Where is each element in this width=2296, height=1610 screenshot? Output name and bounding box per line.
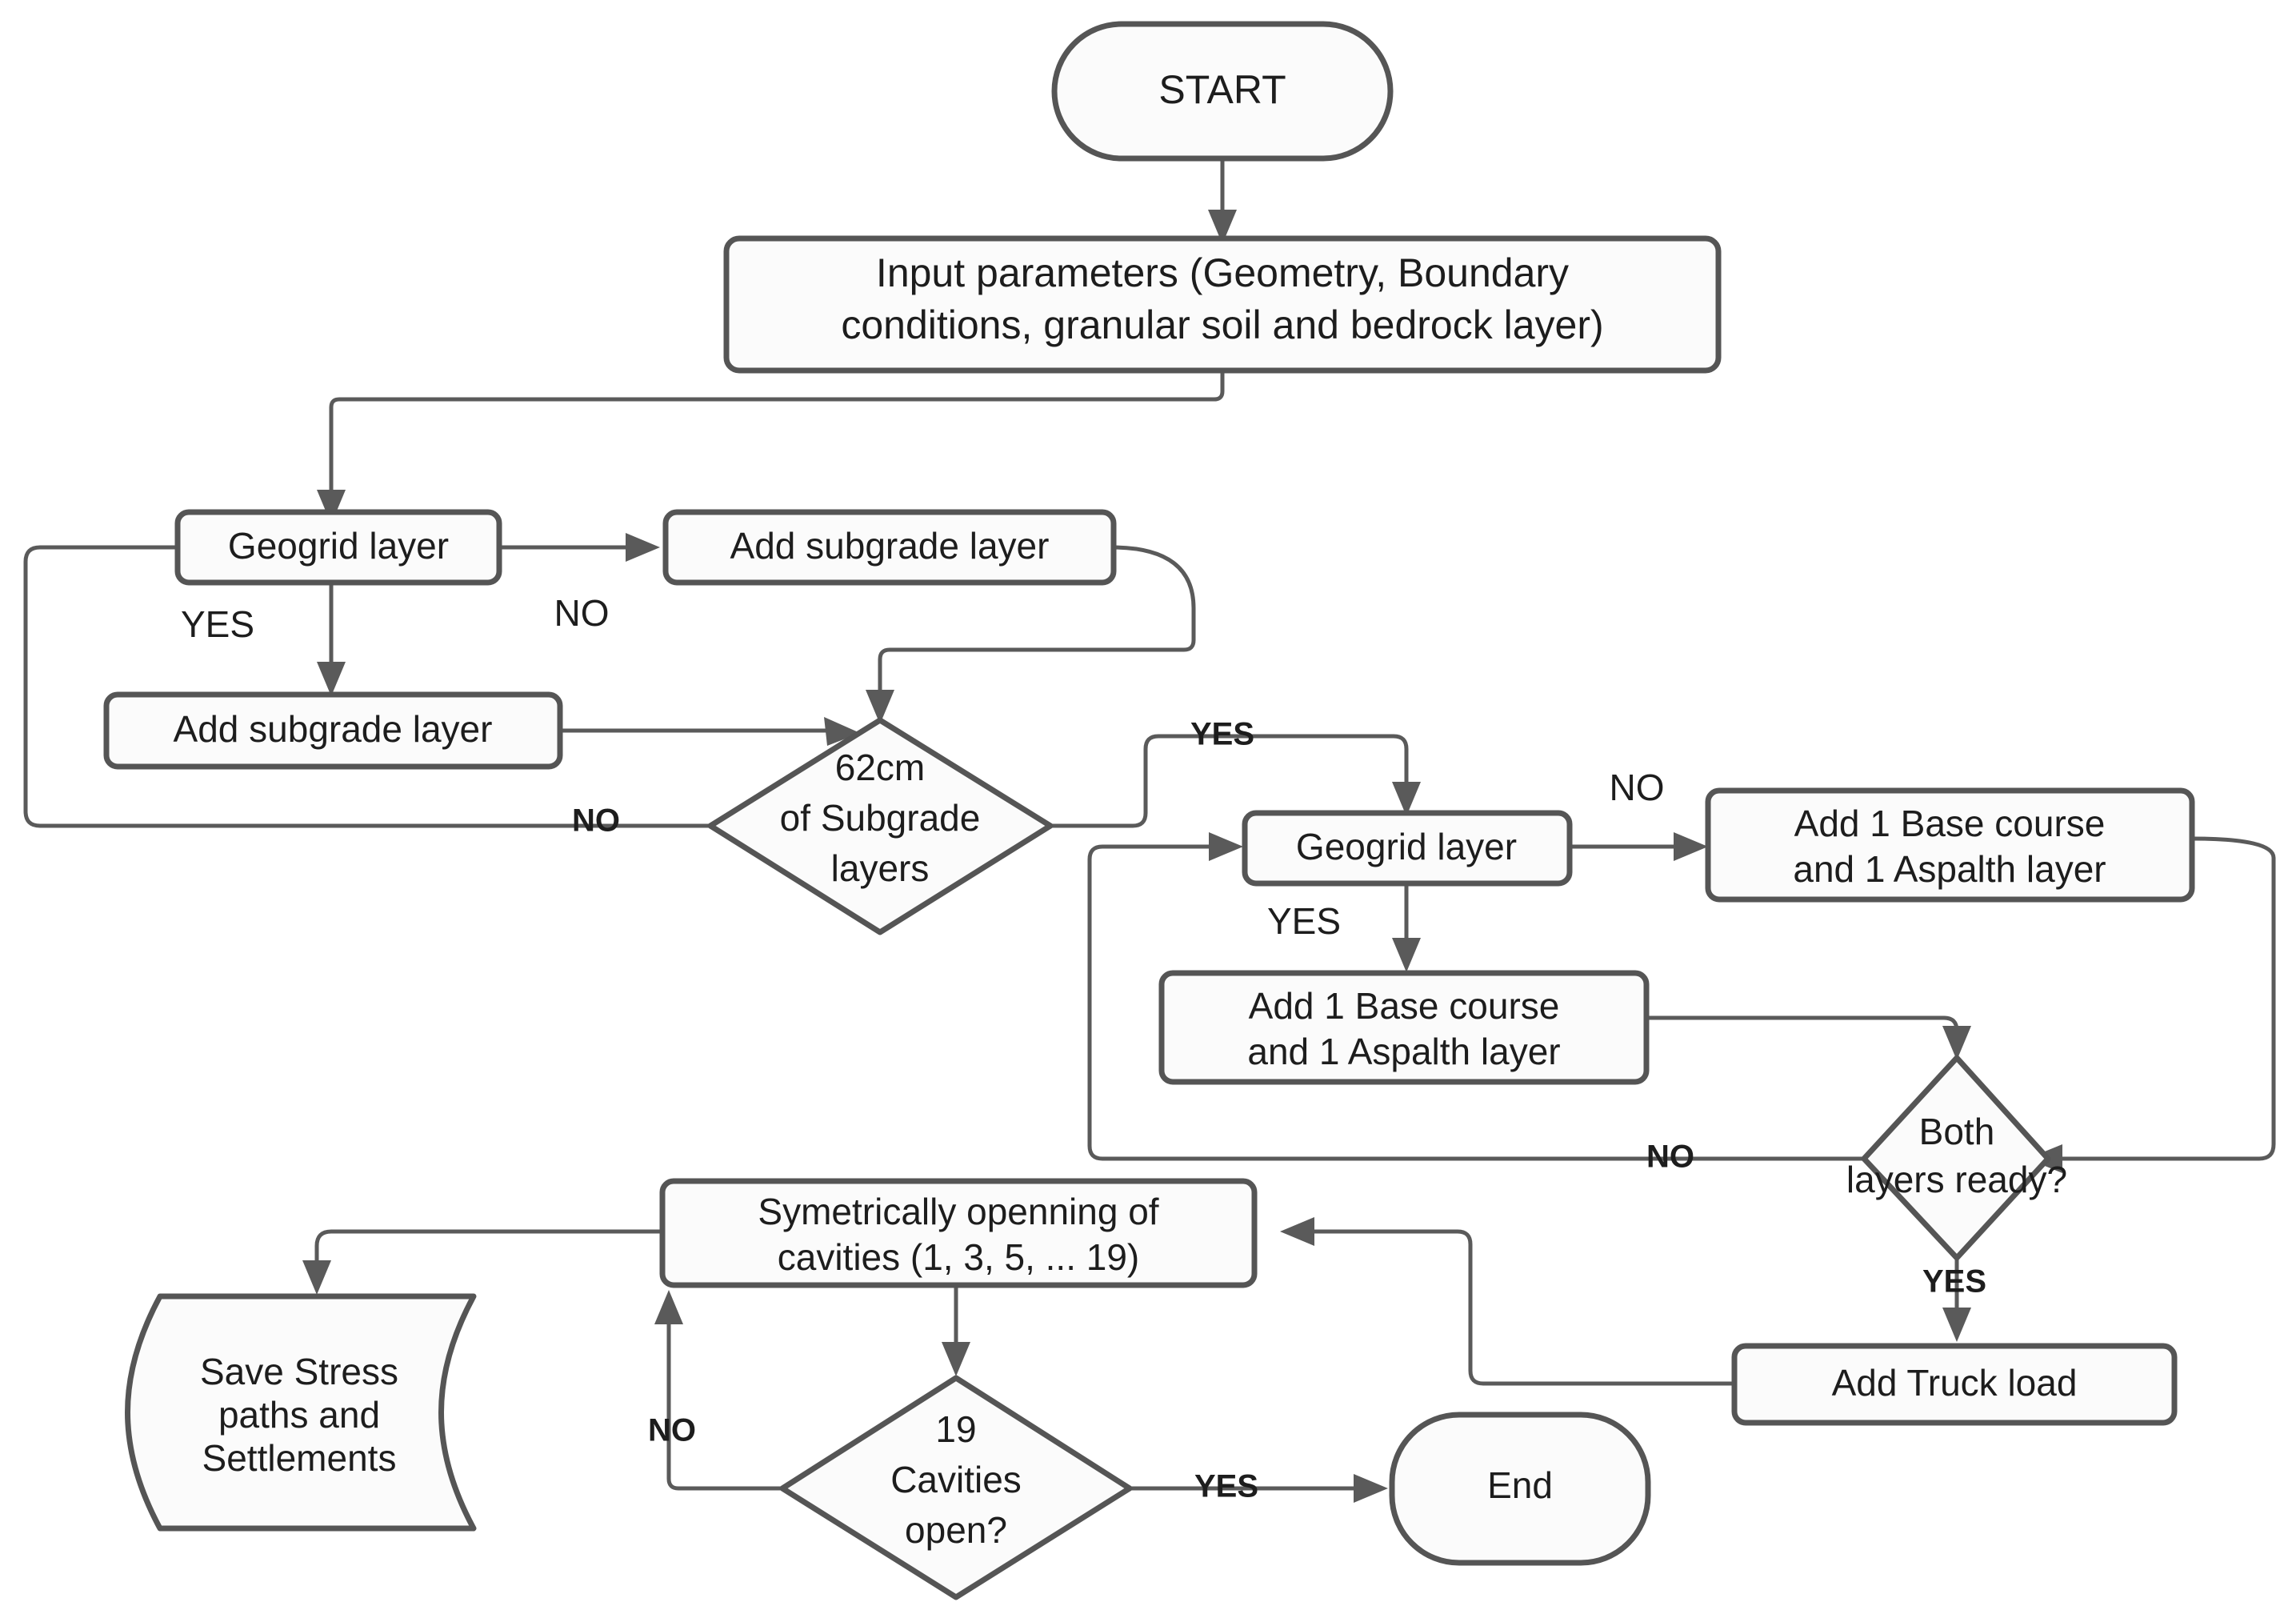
node-add-truck-load[interactable]: Add Truck load xyxy=(1731,1343,2178,1426)
base-course-no-shape xyxy=(1705,787,2195,903)
add-subgrade-no-shape xyxy=(662,509,1117,586)
geogrid-2-label: Geogrid layer xyxy=(1296,826,1517,867)
node-base-course-no[interactable]: Add 1 Base course and 1 Aspalth layer xyxy=(1705,787,2195,903)
edge-truck-to-cavities xyxy=(1300,1229,1738,1386)
add-subgrade-yes-shape xyxy=(103,691,563,770)
arrowhead-geogrid1-yes xyxy=(317,662,346,696)
save-stress-shape xyxy=(125,1293,477,1532)
input-params-line1: Input parameters (Geometry, Boundary xyxy=(876,250,1569,295)
edge-basecourse-yes-to-both xyxy=(1646,1015,1959,1040)
node-end[interactable]: End xyxy=(1389,1412,1651,1566)
edge-decision19-no xyxy=(666,1312,782,1491)
node-decision-62cm[interactable]: 62cm of Subgrade layers xyxy=(707,717,1054,935)
label-both-yes: YES xyxy=(1922,1264,1986,1300)
decision-19-line1: 19 xyxy=(935,1408,976,1450)
edge-decision62-no xyxy=(23,545,710,828)
base-course-no-line1: Add 1 Base course xyxy=(1794,803,2106,844)
edge-decision62-yes xyxy=(1050,734,1409,828)
save-stress-line2: paths and xyxy=(218,1394,380,1436)
label-cavities-yes: YES xyxy=(1194,1469,1258,1504)
edge-input-to-geogrid1 xyxy=(329,370,1225,504)
save-stress-line3: Settlements xyxy=(202,1437,397,1479)
edge-label-layer: YES NO NO YES NO YES NO YES NO YES xyxy=(181,592,1986,1504)
arrowhead-cavities-to-decision19 xyxy=(942,1342,970,1376)
add-subgrade-yes-label: Add subgrade layer xyxy=(174,708,493,750)
symmetric-cavities-line2: cavities (1, 3, 5, ... 19) xyxy=(778,1236,1140,1278)
geogrid-1-shape xyxy=(174,509,502,586)
arrowhead-decision62-yes xyxy=(1392,782,1421,816)
arrowhead-basecourse-yes-to-both xyxy=(1942,1026,1971,1060)
arrowhead-cavities-to-save xyxy=(302,1260,331,1295)
symmetric-cavities-line1: Symetrically openning of xyxy=(758,1191,1158,1232)
geogrid-2-shape xyxy=(1242,810,1573,887)
end-label: End xyxy=(1487,1464,1553,1506)
arrowhead-truck-to-cavities xyxy=(1280,1217,1314,1246)
decision-62cm-line3: layers xyxy=(831,847,930,889)
symmetric-cavities-shape xyxy=(659,1178,1258,1288)
arrowhead-subgrade-no-to-decision xyxy=(866,690,894,724)
input-params-line2: conditions, granular soil and bedrock la… xyxy=(841,302,1603,347)
decision-19-line2: Cavities xyxy=(890,1459,1022,1500)
base-course-yes-line2: and 1 Aspalth layer xyxy=(1247,1031,1560,1072)
node-add-subgrade-no[interactable]: Add subgrade layer xyxy=(662,509,1117,586)
add-truck-load-shape xyxy=(1731,1343,2178,1426)
label-decision62-no: NO xyxy=(572,803,620,839)
arrowhead-decision19-yes xyxy=(1354,1474,1388,1503)
base-course-yes-shape xyxy=(1158,970,1650,1085)
save-stress-line1: Save Stress xyxy=(200,1351,398,1392)
label-geogrid2-yes: YES xyxy=(1267,900,1341,942)
arrowhead-start-to-input xyxy=(1208,210,1237,244)
arrowhead-geogrid2-yes xyxy=(1392,938,1421,972)
edge-cavities-to-save xyxy=(314,1229,660,1272)
input-params-shape xyxy=(723,235,1722,374)
arrowhead-both-no xyxy=(1209,832,1243,861)
decision-62cm-line2: of Subgrade xyxy=(780,797,981,839)
arrowhead-geogrid2-no xyxy=(1674,832,1708,861)
node-geogrid-2[interactable]: Geogrid layer xyxy=(1242,810,1573,887)
edge-basecourse-no-to-both xyxy=(2048,836,2276,1161)
add-subgrade-no-label: Add subgrade layer xyxy=(730,525,1050,567)
node-add-subgrade-yes[interactable]: Add subgrade layer xyxy=(103,691,563,770)
arrowhead-decision19-no xyxy=(654,1290,683,1324)
start-shape xyxy=(1051,21,1394,162)
base-course-yes-line1: Add 1 Base course xyxy=(1249,985,1560,1027)
start-label: START xyxy=(1158,67,1286,112)
node-symmetric-cavities[interactable]: Symetrically openning of cavities (1, 3,… xyxy=(659,1178,1258,1288)
node-base-course-yes[interactable]: Add 1 Base course and 1 Aspalth layer xyxy=(1158,970,1650,1085)
decision-both-layers-line1: Both xyxy=(1919,1111,1995,1152)
decision-both-layers-shape xyxy=(1861,1055,2051,1261)
edge-subgrade-no-to-decision xyxy=(878,545,1196,704)
connector-layer xyxy=(23,158,2276,1503)
arrowhead-input-to-geogrid1 xyxy=(317,490,346,524)
add-truck-load-label: Add Truck load xyxy=(1832,1362,2078,1404)
label-both-no: NO xyxy=(1646,1139,1694,1175)
base-course-no-line2: and 1 Aspalth layer xyxy=(1793,848,2106,890)
edge-both-no xyxy=(1087,844,1864,1161)
label-cavities-no: NO xyxy=(648,1413,696,1448)
label-geogrid1-yes: YES xyxy=(181,603,254,645)
node-start[interactable]: START xyxy=(1051,21,1394,162)
decision-19-line3: open? xyxy=(905,1509,1007,1551)
node-geogrid-1[interactable]: Geogrid layer xyxy=(174,509,502,586)
geogrid-1-label: Geogrid layer xyxy=(228,525,449,567)
node-decision-19-cavities[interactable]: 19 Cavities open? xyxy=(779,1375,1133,1600)
node-save-stress[interactable]: Save Stress paths and Settlements xyxy=(125,1293,477,1532)
node-input-params[interactable]: Input parameters (Geometry, Boundary con… xyxy=(723,235,1722,374)
label-geogrid1-no: NO xyxy=(554,592,610,634)
label-decision62-yes: YES xyxy=(1190,717,1254,752)
arrowhead-subgrade-yes-to-decision xyxy=(824,717,860,746)
end-shape xyxy=(1389,1412,1651,1566)
decision-62cm-line1: 62cm xyxy=(835,747,925,788)
arrowhead-both-yes xyxy=(1942,1308,1971,1342)
arrowhead-geogrid1-no xyxy=(626,533,660,562)
label-geogrid2-no: NO xyxy=(1610,767,1665,808)
decision-both-layers-line2: layers ready? xyxy=(1846,1159,2067,1200)
decision-19-cavities-shape xyxy=(779,1375,1133,1600)
decision-62cm-shape xyxy=(707,717,1054,935)
node-decision-both-layers[interactable]: Both layers ready? xyxy=(1846,1055,2067,1261)
